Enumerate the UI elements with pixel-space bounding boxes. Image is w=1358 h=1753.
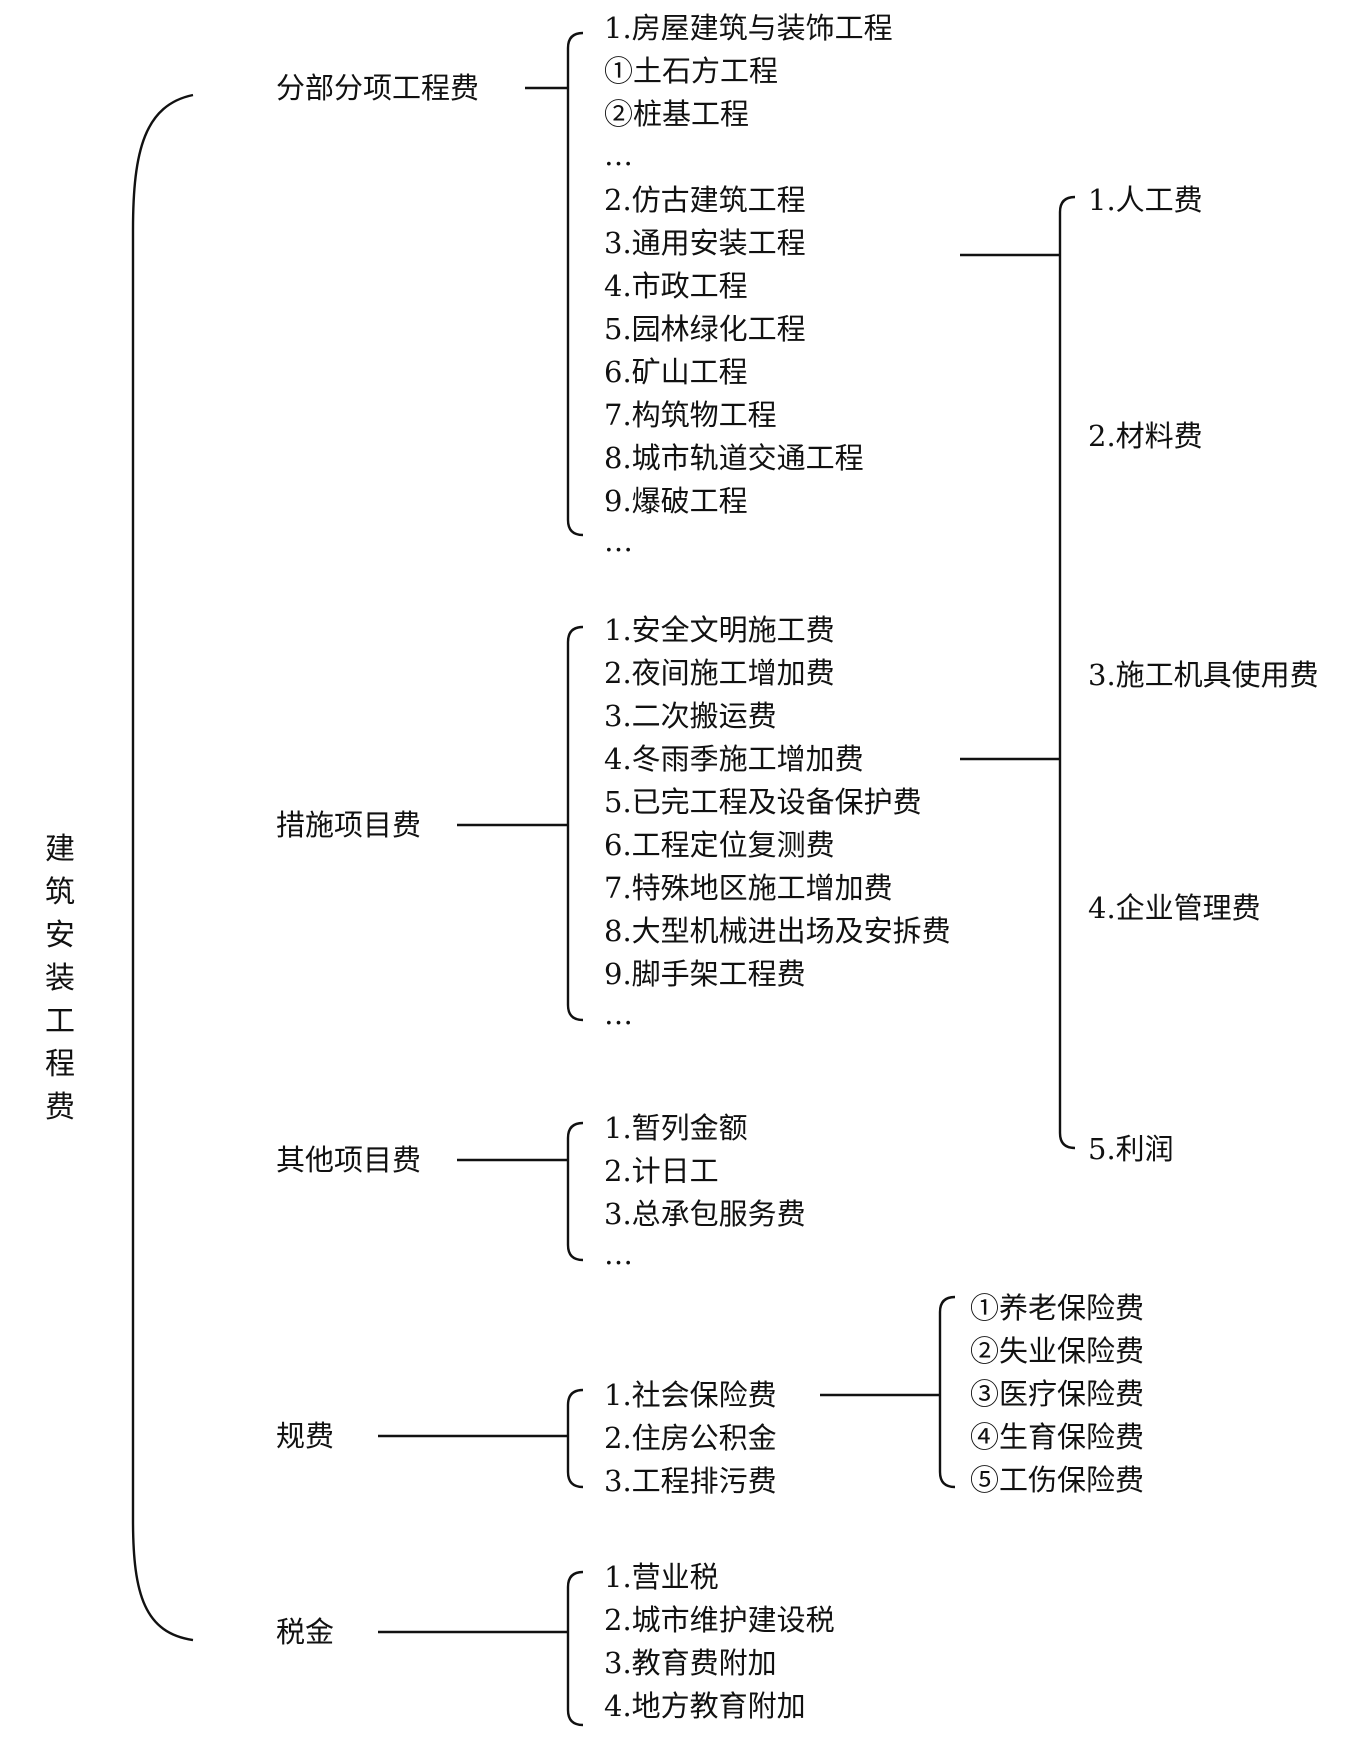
list-item: 1.安全文明施工费 xyxy=(604,613,835,647)
list-item: 4.市政工程 xyxy=(604,269,748,303)
list-item: … xyxy=(604,138,633,172)
list-item: 7.特殊地区施工增加费 xyxy=(604,871,893,905)
root-label: 建筑安装工程费 xyxy=(45,832,75,1125)
list-item: 9.脚手架工程费 xyxy=(604,957,806,991)
brace xyxy=(566,1388,584,1489)
list-item: 5.园林绿化工程 xyxy=(604,312,806,346)
brace xyxy=(938,1295,956,1489)
category-label-cuoshi: 措施项目费 xyxy=(276,808,422,842)
list-item: 2.仿古建筑工程 xyxy=(604,183,806,217)
list-item: 6.工程定位复测费 xyxy=(604,828,835,862)
list-item: 4.冬雨季施工增加费 xyxy=(604,742,864,776)
list-item: ①土石方工程 xyxy=(604,54,779,88)
list-item: 7.构筑物工程 xyxy=(604,398,777,432)
category-label-fenbu-fenxiang: 分部分项工程费 xyxy=(276,71,480,105)
category-label-guifei: 规费 xyxy=(276,1419,335,1453)
category-label-qita: 其他项目费 xyxy=(276,1143,422,1177)
cost-component-item: 2.材料费 xyxy=(1088,419,1203,453)
list-item: 3.总承包服务费 xyxy=(604,1197,806,1231)
list-item: … xyxy=(604,997,633,1031)
list-item: 1.营业税 xyxy=(604,1560,719,1594)
list-item: 8.大型机械进出场及安拆费 xyxy=(604,914,951,948)
cost-component-item: 4.企业管理费 xyxy=(1088,891,1261,925)
list-item: 3.工程排污费 xyxy=(604,1464,777,1498)
list-item: 3.通用安装工程 xyxy=(604,226,806,260)
cost-component-item: 1.人工费 xyxy=(1088,183,1203,217)
social-insurance-item: ④生育保险费 xyxy=(970,1420,1145,1454)
list-item: 9.爆破工程 xyxy=(604,484,748,518)
social-insurance-item: ⑤工伤保险费 xyxy=(970,1463,1145,1497)
list-item: … xyxy=(604,1237,633,1271)
social-insurance-item: ③医疗保险费 xyxy=(970,1377,1145,1411)
brace xyxy=(566,1121,584,1262)
list-item: 2.住房公积金 xyxy=(604,1421,777,1455)
list-item: 1.暂列金额 xyxy=(604,1111,748,1145)
list-item: 8.城市轨道交通工程 xyxy=(604,441,864,475)
brace xyxy=(566,31,584,537)
list-item: 5.已完工程及设备保护费 xyxy=(604,785,922,819)
list-item: 1.房屋建筑与装饰工程 xyxy=(604,11,893,45)
list-item: ②桩基工程 xyxy=(604,97,750,131)
list-item: 4.地方教育附加 xyxy=(604,1689,806,1723)
list-item: 3.教育费附加 xyxy=(604,1646,777,1680)
brace xyxy=(566,625,584,1022)
list-item: 2.夜间施工增加费 xyxy=(604,656,835,690)
category-label-shuijin: 税金 xyxy=(276,1615,335,1649)
social-insurance-item: ①养老保险费 xyxy=(970,1291,1145,1325)
list-item: 2.城市维护建设税 xyxy=(604,1603,835,1637)
social-insurance-item: ②失业保险费 xyxy=(970,1334,1145,1368)
list-item: … xyxy=(604,524,633,558)
root-brace xyxy=(131,93,194,1642)
list-item: 3.二次搬运费 xyxy=(604,699,777,733)
brace xyxy=(566,1570,584,1727)
list-item: 2.计日工 xyxy=(604,1154,719,1188)
brace xyxy=(1058,195,1076,1150)
list-item: 6.矿山工程 xyxy=(604,355,748,389)
cost-component-item: 5.利润 xyxy=(1088,1132,1174,1166)
list-item: 1.社会保险费 xyxy=(604,1378,777,1412)
cost-component-item: 3.施工机具使用费 xyxy=(1088,658,1319,692)
